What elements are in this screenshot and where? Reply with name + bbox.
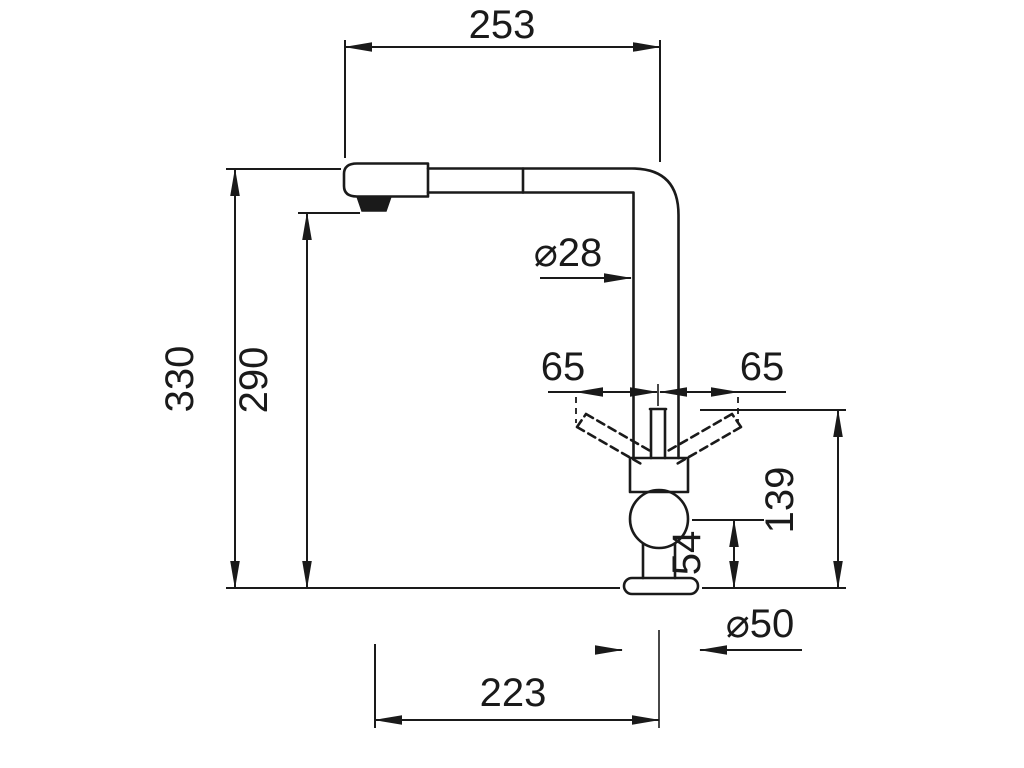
dimension-lever-top-height: 139 [700,409,846,589]
dim-139-extension-lines [700,409,846,589]
dimension-bottom-reach: 223 [374,630,660,728]
dimension-total-height: 330 [158,168,620,589]
spray-nozzle [355,195,393,212]
dim-330-label: 330 [158,346,202,413]
handle-swing-left-dashed [575,412,654,467]
dim-290-label: 290 [232,347,276,414]
body-collar [628,456,690,494]
swivel-sphere [628,488,690,550]
spout-arm-and-riser [426,167,680,460]
dim-65R-label: 65 [740,345,785,389]
dim-139-label: 139 [758,467,802,534]
dim-223-label: 223 [480,671,547,715]
dimension-top-reach: 253 [344,3,661,162]
spout-head [342,162,430,198]
dim-253-extension-lines [344,40,661,162]
dimension-body-center-height: 54 [665,519,764,589]
base-flange [622,576,700,596]
dim-330-extension-lines [226,168,620,589]
faucet-outline [342,162,743,596]
dimension-lever-swing-left: 65 [541,345,659,423]
dimension-spout-height: 290 [232,212,360,589]
handle-swing-right-dashed [664,412,743,467]
dim-65L-label: 65 [541,345,586,389]
dim-253-label: 253 [469,3,536,47]
dim-54-label: 54 [665,531,709,576]
dimension-spout-diameter: ⌀28 [534,231,632,283]
handle-stem [648,407,668,460]
dim-d28-label: ⌀28 [534,231,603,275]
dimension-lever-swing-right: 65 [659,345,786,423]
dim-d50-label: ⌀50 [726,602,795,646]
body-neck [641,542,677,580]
dimension-base-diameter: ⌀50 [595,602,802,655]
